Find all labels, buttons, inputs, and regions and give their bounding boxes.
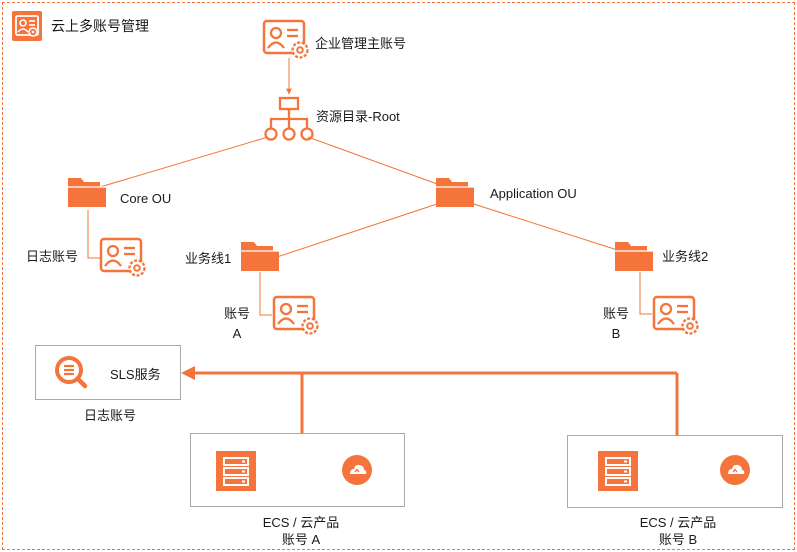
biz1-to-accountA-line bbox=[259, 272, 272, 316]
biz-line-2-label: 业务线2 bbox=[662, 249, 709, 264]
sls-service-box bbox=[35, 345, 181, 400]
account-b-line2: B bbox=[611, 326, 621, 341]
sls-caption-label: 日志账号 bbox=[84, 408, 137, 423]
root-to-app-line bbox=[307, 136, 441, 186]
ecs-b-line2: 账号 B bbox=[658, 532, 698, 547]
app-to-biz1-line bbox=[261, 197, 456, 263]
core-to-log-line bbox=[87, 210, 100, 259]
core-ou-label: Core OU bbox=[120, 191, 172, 206]
sls-service-label: SLS服务 bbox=[110, 367, 161, 382]
folder-icon bbox=[68, 178, 106, 207]
account-b-label: 账号 B bbox=[598, 306, 634, 342]
org-tree-icon bbox=[264, 96, 314, 141]
account-a-label: 账号 A bbox=[219, 306, 255, 342]
server-icon bbox=[216, 451, 256, 491]
account-gear-icon bbox=[12, 11, 42, 41]
biz2-to-accountB-line bbox=[639, 272, 652, 315]
cloud-icon bbox=[342, 455, 372, 485]
ecs-account-b-label: ECS / 云产品 账号 B bbox=[618, 514, 738, 548]
mgmt-account-label: 企业管理主账号 bbox=[315, 36, 407, 51]
ecs-a-line1: ECS / 云产品 bbox=[262, 515, 340, 530]
folder-icon bbox=[436, 178, 474, 207]
account-gear-icon bbox=[272, 295, 319, 335]
account-b-line1: 账号 bbox=[602, 306, 629, 321]
account-gear-icon bbox=[99, 237, 146, 277]
account-gear-icon bbox=[652, 295, 699, 335]
ecs-a-line2: 账号 A bbox=[281, 532, 321, 547]
account-a-line2: A bbox=[232, 326, 242, 341]
frame-title: 云上多账号管理 bbox=[51, 18, 149, 34]
biz-line-1-label: 业务线1 bbox=[185, 251, 232, 266]
account-a-line1: 账号 bbox=[223, 306, 250, 321]
folder-icon bbox=[615, 242, 653, 271]
search-icon bbox=[55, 356, 88, 389]
root-to-core-line bbox=[99, 136, 269, 188]
log-flow-arrowhead bbox=[181, 366, 195, 380]
application-ou-label: Application OU bbox=[490, 186, 577, 201]
log-account-label: 日志账号 bbox=[26, 249, 79, 264]
ecs-account-a-label: ECS / 云产品 账号 A bbox=[241, 514, 361, 548]
account-gear-icon bbox=[262, 19, 309, 59]
folder-icon bbox=[241, 242, 279, 271]
server-icon bbox=[598, 451, 638, 491]
app-to-biz2-line bbox=[454, 197, 634, 256]
cloud-icon bbox=[720, 455, 750, 485]
ecs-b-line1: ECS / 云产品 bbox=[639, 515, 717, 530]
resource-dir-label: 资源目录-Root bbox=[316, 109, 400, 124]
